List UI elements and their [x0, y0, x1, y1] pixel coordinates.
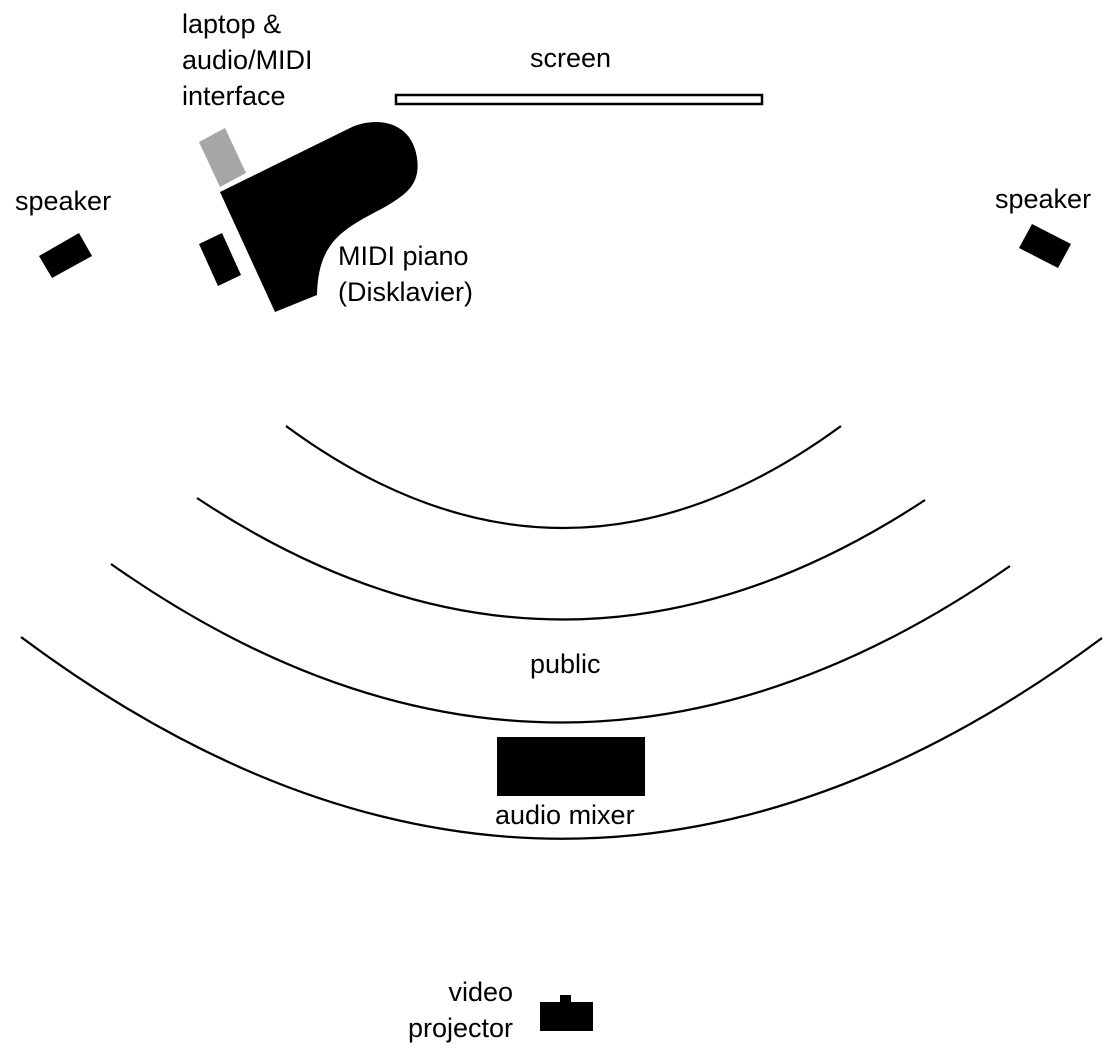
- piano-label: MIDI piano (Disklavier): [338, 238, 473, 310]
- laptop-label-line: audio/MIDI: [182, 45, 313, 75]
- laptop-label-line: interface: [182, 81, 286, 111]
- projector-lens: [560, 995, 571, 1004]
- projection-screen: [394, 93, 764, 106]
- audience-row: [20, 636, 1103, 840]
- video-projector-label: video projector: [408, 974, 513, 1046]
- laptop-label: laptop & audio/MIDI interface: [182, 6, 313, 114]
- video-projector: [540, 1002, 593, 1031]
- piano-label-line: MIDI piano: [338, 241, 469, 271]
- public-label: public: [530, 649, 601, 679]
- audio-mixer: [497, 737, 645, 796]
- audience-row: [196, 497, 926, 621]
- laptop-label-line: laptop &: [182, 9, 282, 39]
- speaker-left-label: speaker: [15, 186, 112, 216]
- screen-label: screen: [530, 43, 612, 73]
- speaker-right-label: speaker: [995, 184, 1092, 214]
- speaker-right: [1019, 224, 1071, 268]
- piano-bench: [199, 233, 241, 286]
- video-projector-label-line: video: [448, 977, 514, 1007]
- piano-label-line: (Disklavier): [338, 277, 473, 307]
- speaker-left: [39, 233, 92, 278]
- laptop-interface: [199, 128, 246, 187]
- video-projector-label-line: projector: [408, 1013, 514, 1043]
- midi-piano: [220, 122, 418, 313]
- audience-row: [285, 425, 842, 530]
- audio-mixer-label: audio mixer: [495, 800, 635, 830]
- audience-row: [110, 563, 1011, 724]
